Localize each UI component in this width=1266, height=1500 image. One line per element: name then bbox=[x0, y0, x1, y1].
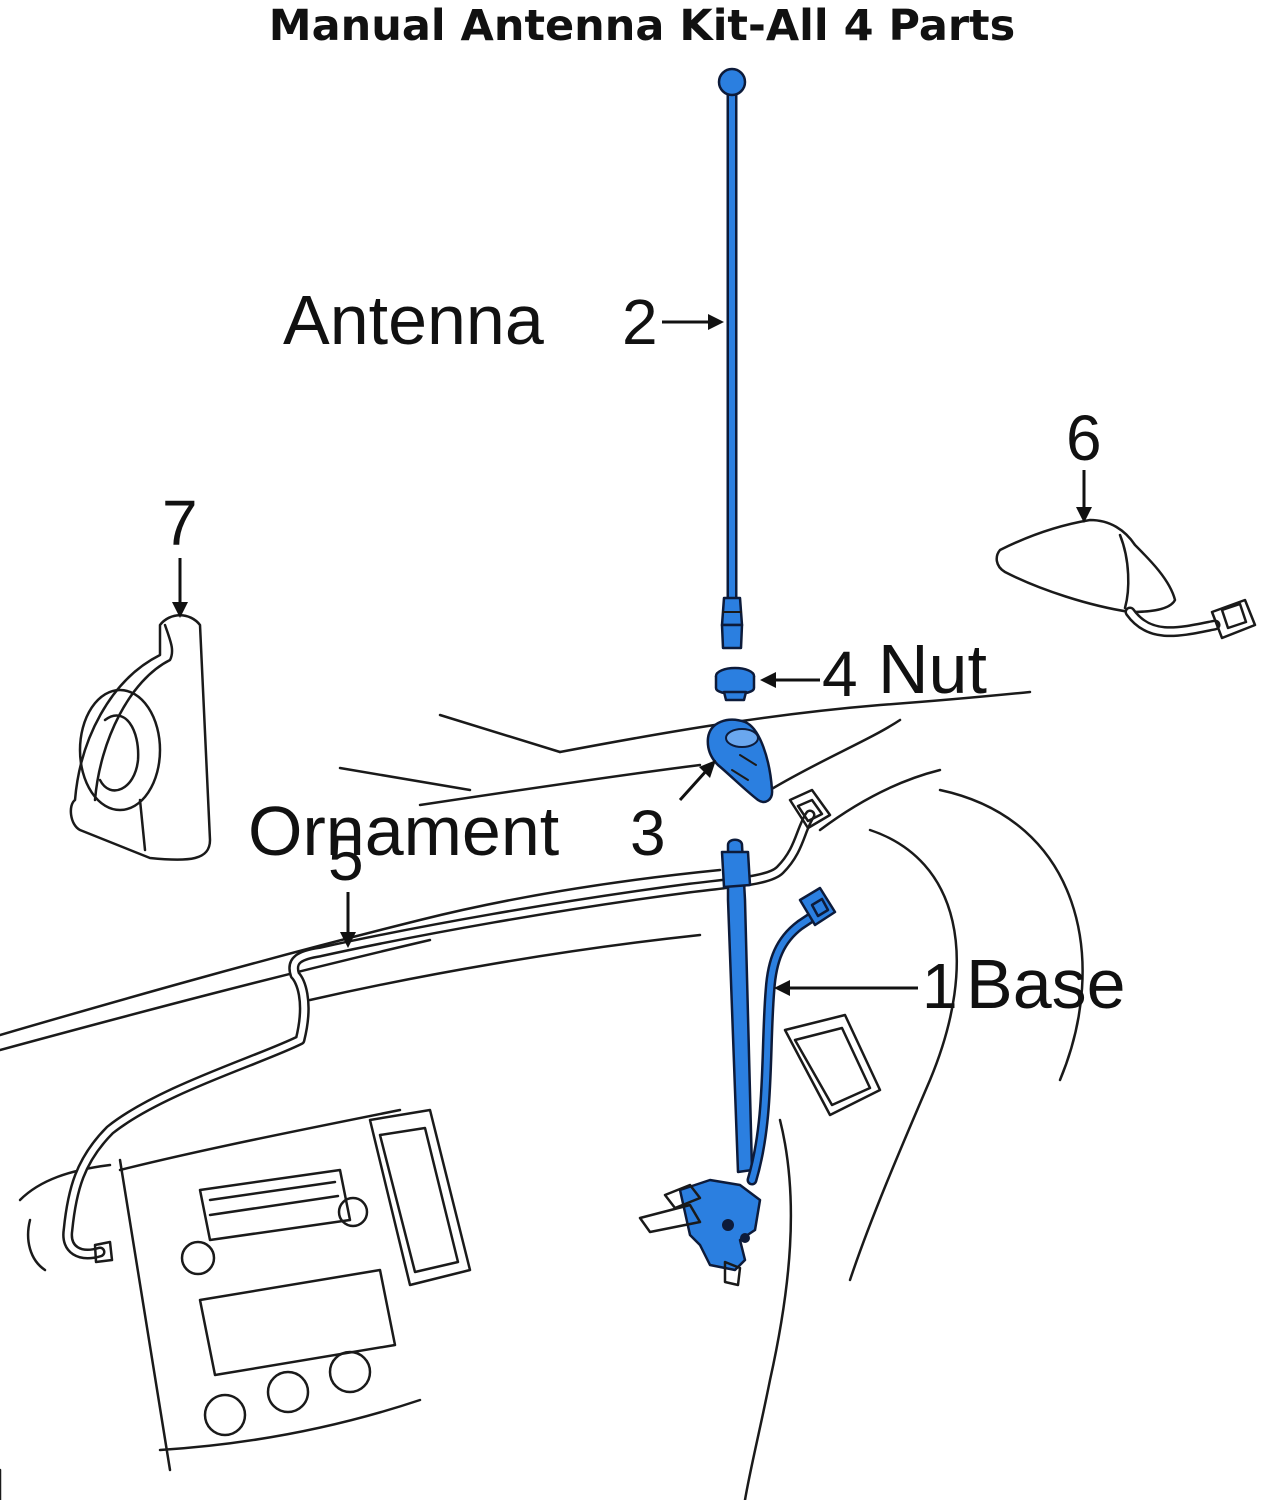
antenna-base-part-1 bbox=[638, 838, 837, 1287]
label-nut-text: Nut bbox=[878, 630, 987, 708]
arrow-cable-icon bbox=[340, 932, 356, 948]
label-antenna-number: 2 bbox=[622, 286, 658, 358]
antenna-ornament-part-3 bbox=[706, 718, 774, 804]
label-base-number: 1 bbox=[922, 950, 958, 1022]
arrow-base-icon bbox=[774, 980, 790, 996]
horn-part-7 bbox=[69, 614, 212, 861]
label-antenna-text: Antenna bbox=[283, 281, 544, 359]
label-cable-number: 5 bbox=[328, 822, 364, 894]
label-horn-number: 7 bbox=[162, 487, 198, 559]
diagram-title: Manual Antenna Kit-All 4 Parts bbox=[269, 1, 1015, 51]
label-shark-fin-number: 6 bbox=[1066, 402, 1102, 474]
label-nut-number: 4 bbox=[822, 638, 858, 710]
label-base-text: Base bbox=[966, 945, 1126, 1023]
arrow-antenna-icon bbox=[708, 314, 724, 330]
antenna-nut-part-4 bbox=[714, 666, 756, 702]
arrow-ornament-icon bbox=[699, 760, 716, 778]
leader-ornament bbox=[678, 768, 709, 802]
arrow-horn-icon bbox=[172, 602, 188, 618]
antenna-mast-part-2 bbox=[717, 67, 747, 650]
arrow-shark-fin-icon bbox=[1076, 507, 1092, 523]
dashboard-outline bbox=[0, 690, 1084, 1500]
shark-fin-part-6 bbox=[995, 518, 1257, 640]
arrow-nut-icon bbox=[760, 672, 776, 688]
label-ornament-text: Ornament bbox=[248, 792, 559, 870]
label-ornament-number: 3 bbox=[630, 797, 666, 869]
